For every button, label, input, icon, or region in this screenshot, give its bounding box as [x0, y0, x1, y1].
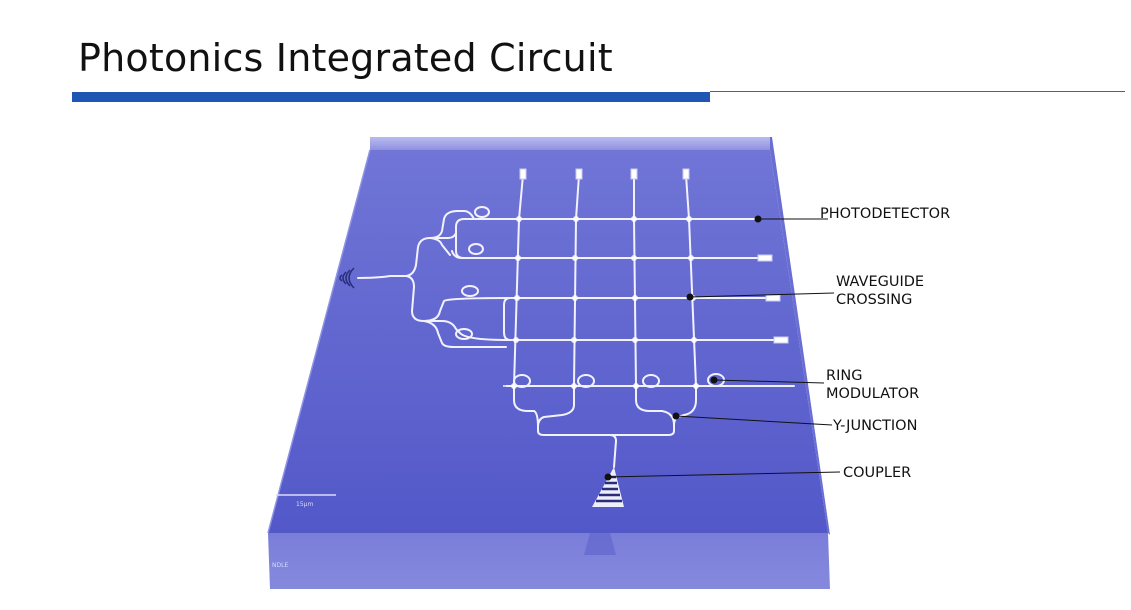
waveguide-crossings: [511, 216, 699, 389]
label-photodetector: PHOTODETECTOR: [820, 206, 951, 222]
label-ring-line1: RING: [826, 368, 863, 384]
slide-title: Photonics Integrated Circuit: [78, 36, 613, 80]
label-waveguide-line1: WAVEGUIDE: [836, 274, 925, 290]
label-ring-line2: MODULATOR: [826, 386, 920, 402]
title-underline-thin: [710, 91, 1125, 92]
top-contact-pads: [519, 168, 690, 180]
label-yjunction: Y-JUNCTION: [833, 418, 918, 434]
scale-bar: 15μm: [276, 494, 336, 508]
callout-lines: [604, 215, 841, 481]
ring-modulators: [455, 206, 725, 388]
corner-label: NDLE: [272, 562, 288, 569]
photonic-chip-diagram: 15μm NDLE: [267, 137, 841, 589]
left-grating-coupler: [339, 267, 355, 289]
photodetector-pads: [757, 254, 789, 344]
chip-body: [267, 137, 830, 589]
scale-bar-label: 15μm: [296, 501, 313, 508]
label-coupler: COUPLER: [843, 465, 912, 481]
label-waveguide-line2: CROSSING: [836, 292, 913, 308]
waveguide-network: [357, 174, 795, 468]
title-underline-thick: [72, 92, 710, 102]
